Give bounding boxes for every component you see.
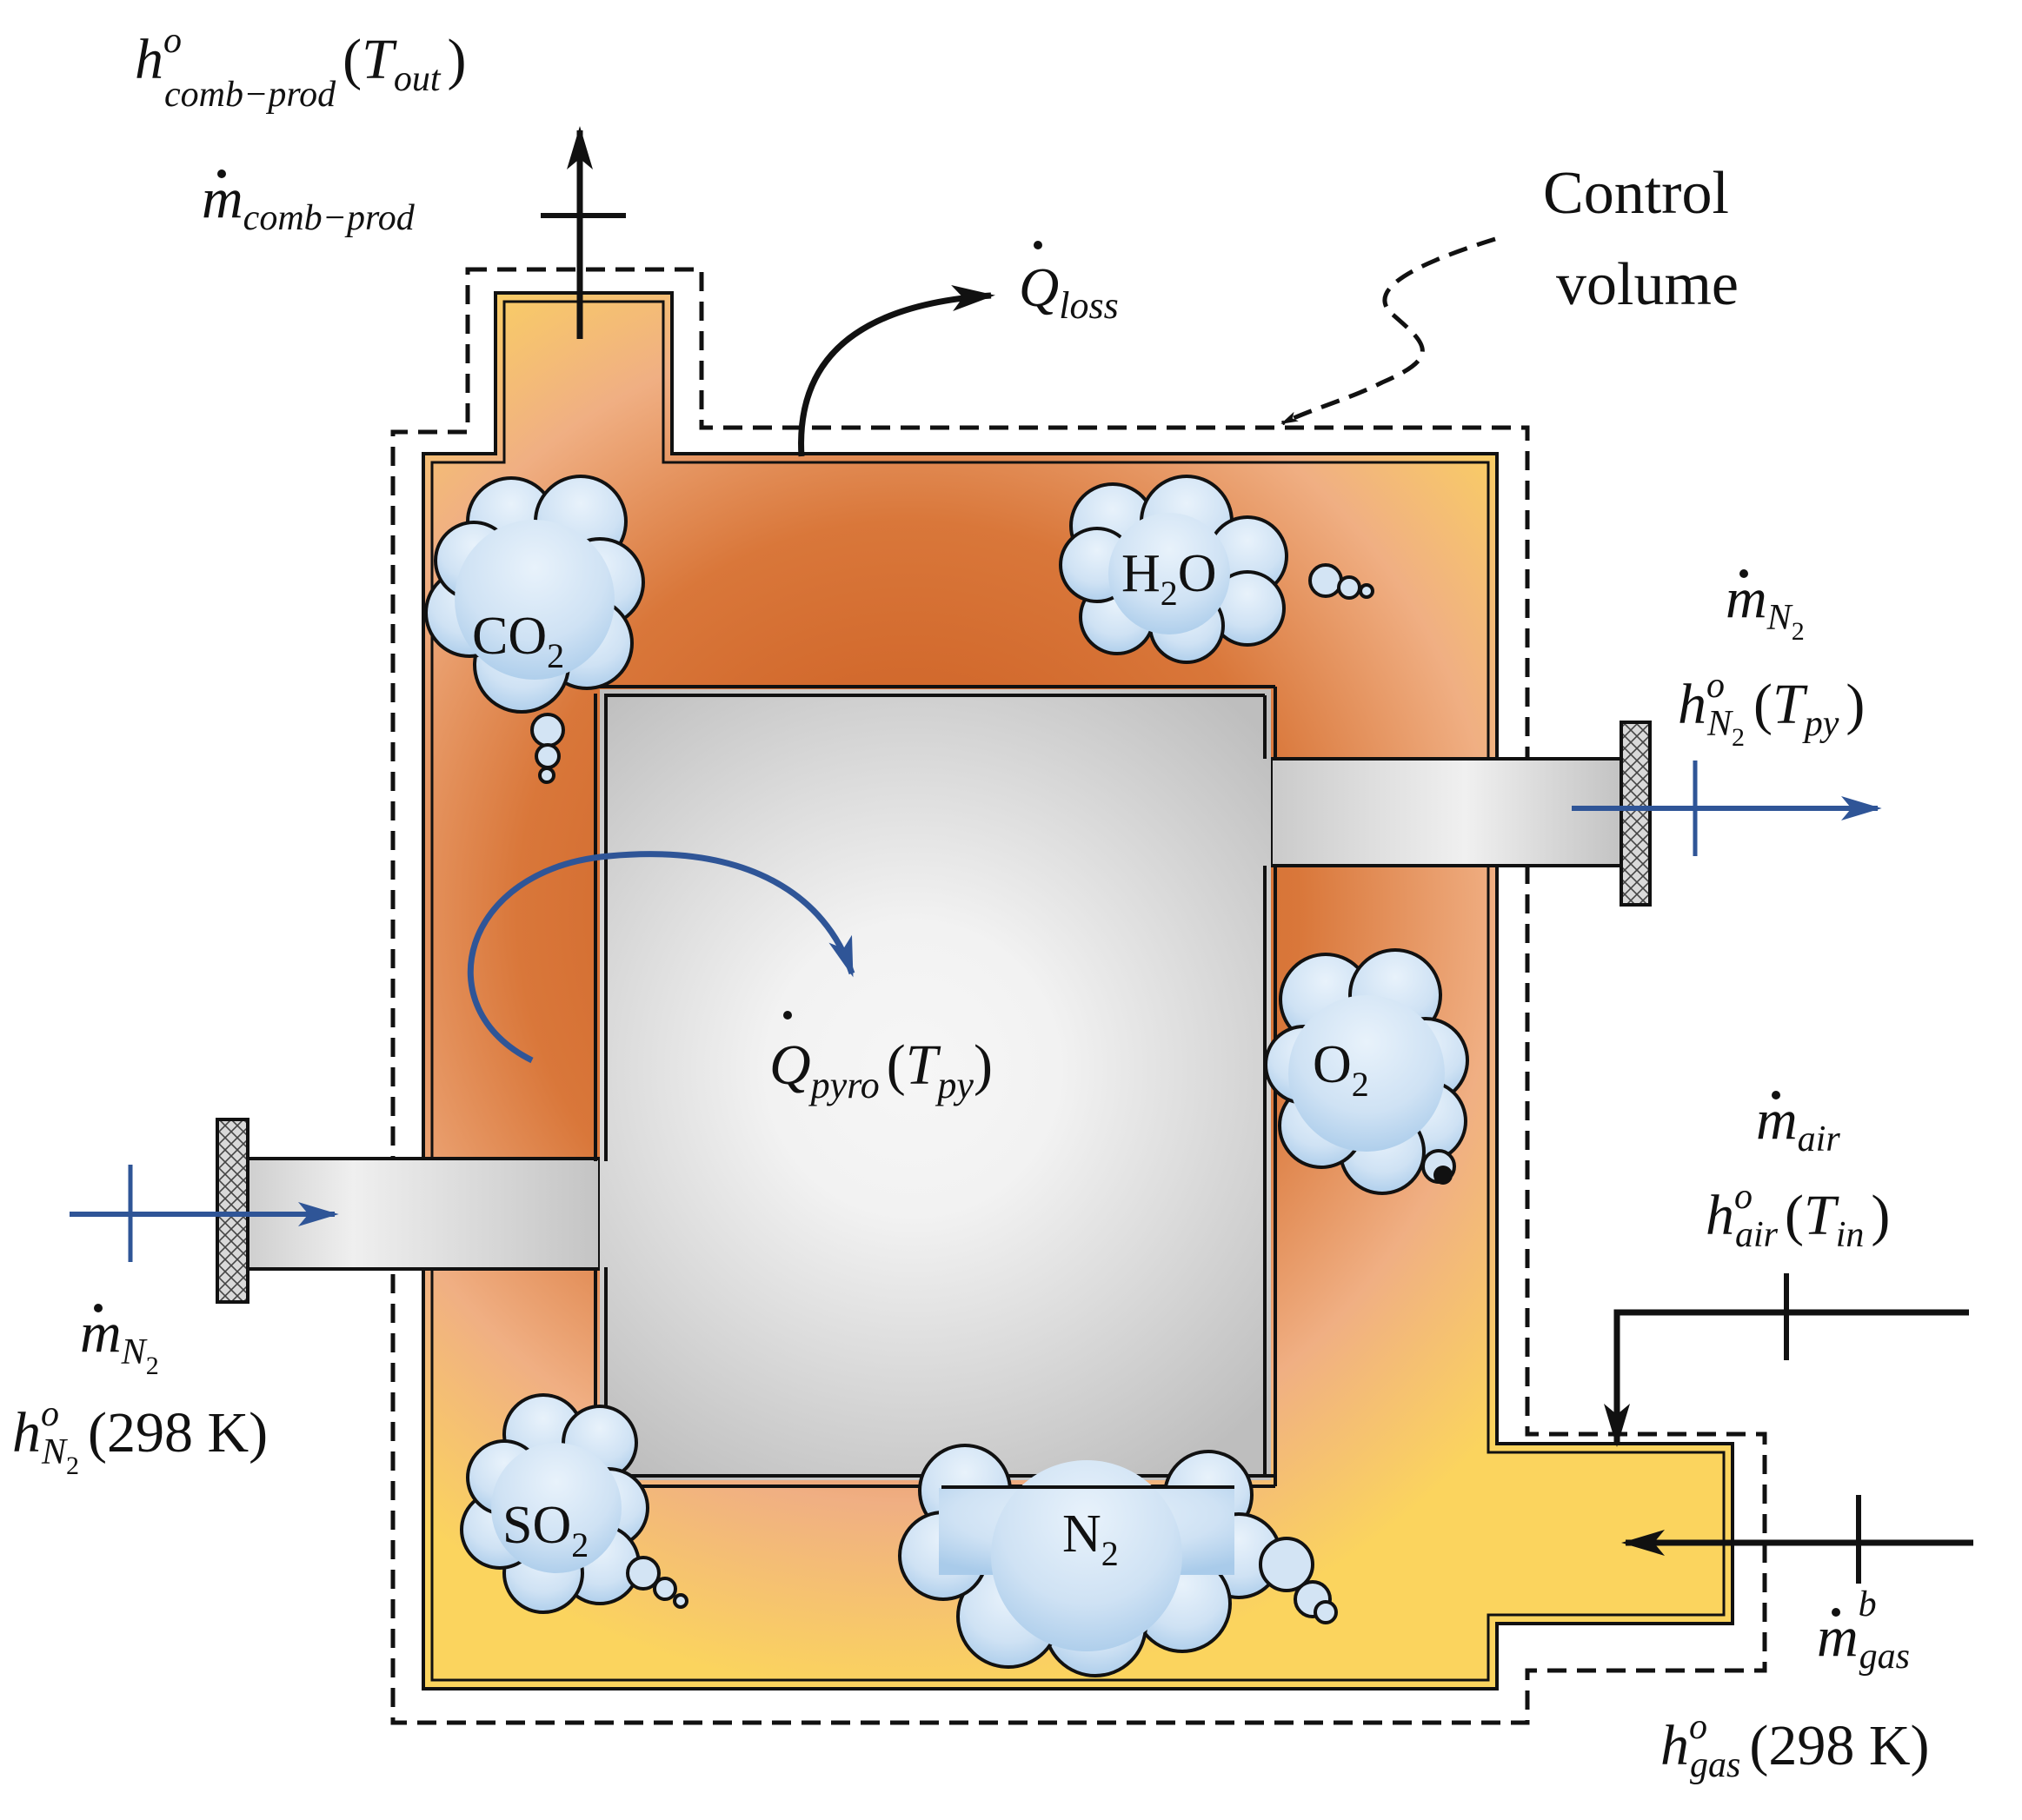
q-pyro-label: Qpyro(Tpy) xyxy=(769,1033,993,1106)
q-pyro-arrow xyxy=(467,851,855,1064)
so2-cloud xyxy=(460,1393,688,1614)
pyrolysis-chamber xyxy=(600,689,1271,1480)
comb-prod-mass-label: mcomb−prod xyxy=(202,167,416,238)
n2-cloud xyxy=(898,1444,1338,1677)
n2-inlet-filter xyxy=(216,1118,249,1304)
gas-mass-dot xyxy=(1832,1608,1840,1617)
q-loss-arrow xyxy=(798,285,995,457)
control-volume-boundary xyxy=(390,267,1767,1725)
air-mass-label: mair xyxy=(1756,1088,1840,1159)
reactor-jacket-inner-wall xyxy=(430,300,1726,1682)
control-volume-label-1: Control xyxy=(1543,160,1729,227)
n2-out-mass-dot xyxy=(1739,569,1748,578)
air-inlet-arrow xyxy=(1604,1309,1969,1447)
n2-out-mass-label: mN2 xyxy=(1726,567,1805,646)
co2-cloud xyxy=(424,475,645,784)
o2-label: O2 xyxy=(1313,1035,1369,1104)
q-loss-dot xyxy=(1034,241,1042,249)
control-volume-label-2: volume xyxy=(1556,251,1739,318)
q-pyro-dot xyxy=(783,1011,792,1020)
n2-in-mass-dot xyxy=(94,1304,103,1312)
n2-in-mass-label: mN2 xyxy=(80,1301,159,1380)
so2-label: SO2 xyxy=(502,1496,589,1564)
n2-outlet-filter xyxy=(1620,721,1652,907)
co2-label: CO2 xyxy=(472,607,564,675)
h2o-label: H2O xyxy=(1121,544,1217,613)
control-volume-pointer xyxy=(1280,236,1496,426)
n2-label: N2 xyxy=(1062,1504,1119,1573)
comb-prod-mass-dot xyxy=(217,169,226,178)
h2o-cloud xyxy=(1059,475,1374,664)
n2-outlet-pipe xyxy=(1269,757,1627,867)
q-loss-label: Qloss xyxy=(1019,256,1119,327)
o2-cloud xyxy=(1264,948,1469,1195)
air-mass-dot xyxy=(1772,1091,1780,1099)
